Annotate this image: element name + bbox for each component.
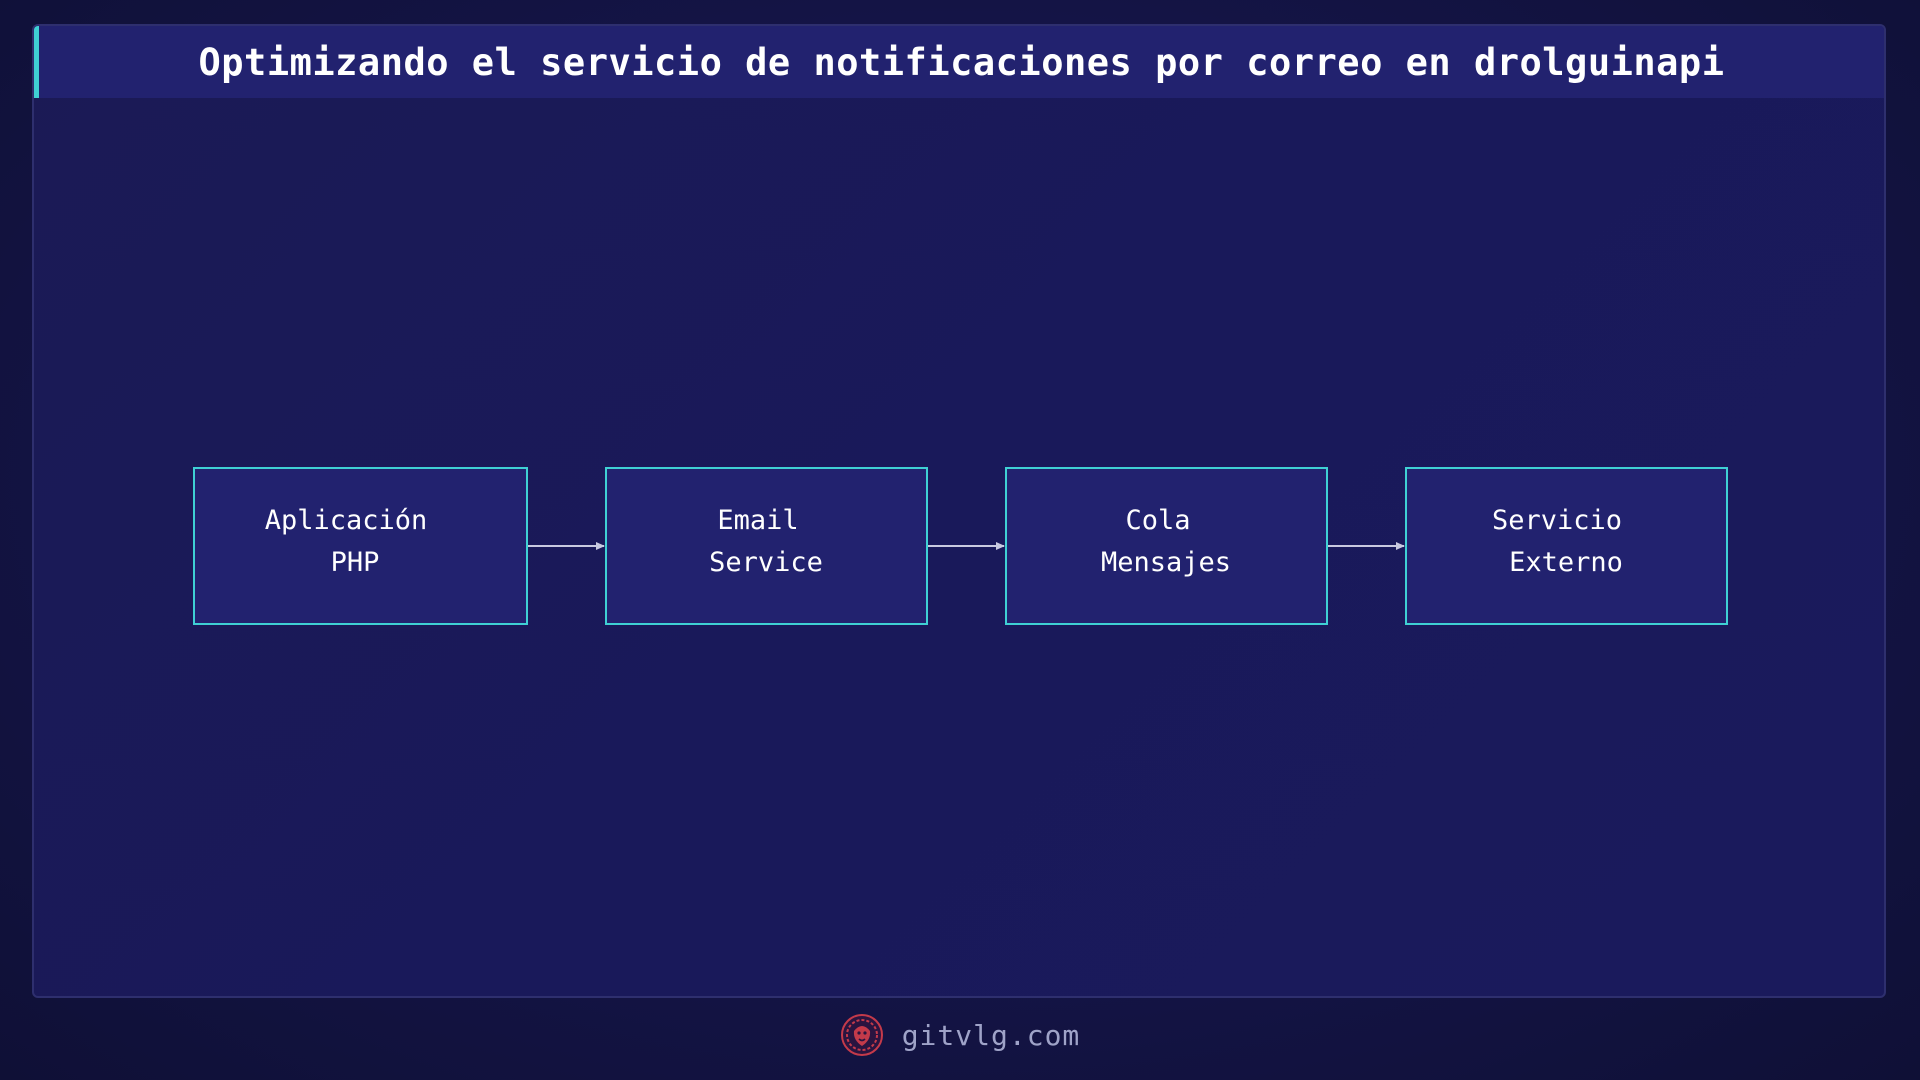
node-label-line-2: Service (709, 547, 823, 578)
node-email-service: Email Service (605, 467, 928, 625)
node-label-line-2: Externo (1509, 547, 1623, 578)
node-label-line-2: PHP (331, 547, 380, 578)
node-cola-mensajes: Cola Mensajes (1005, 467, 1328, 625)
node-label-line-1: Email (717, 505, 798, 536)
footer: gitvlg.com (0, 1010, 1920, 1060)
node-label-line-1: Cola (1125, 505, 1190, 536)
footer-site-link[interactable]: gitvlg.com (901, 1018, 1081, 1052)
node-aplicacion-php: Aplicación PHP (193, 467, 528, 625)
page-title: Optimizando el servicio de notificacione… (198, 40, 1725, 84)
lion-logo-icon (840, 1014, 883, 1056)
node-label-line-2: Mensajes (1101, 547, 1231, 578)
node-label-line-1: Servicio (1492, 505, 1622, 536)
node-servicio-externo: Servicio Externo (1405, 467, 1728, 625)
title-bar: Optimizando el servicio de notificacione… (34, 26, 1884, 98)
node-label-line-1: Aplicación (265, 505, 428, 536)
